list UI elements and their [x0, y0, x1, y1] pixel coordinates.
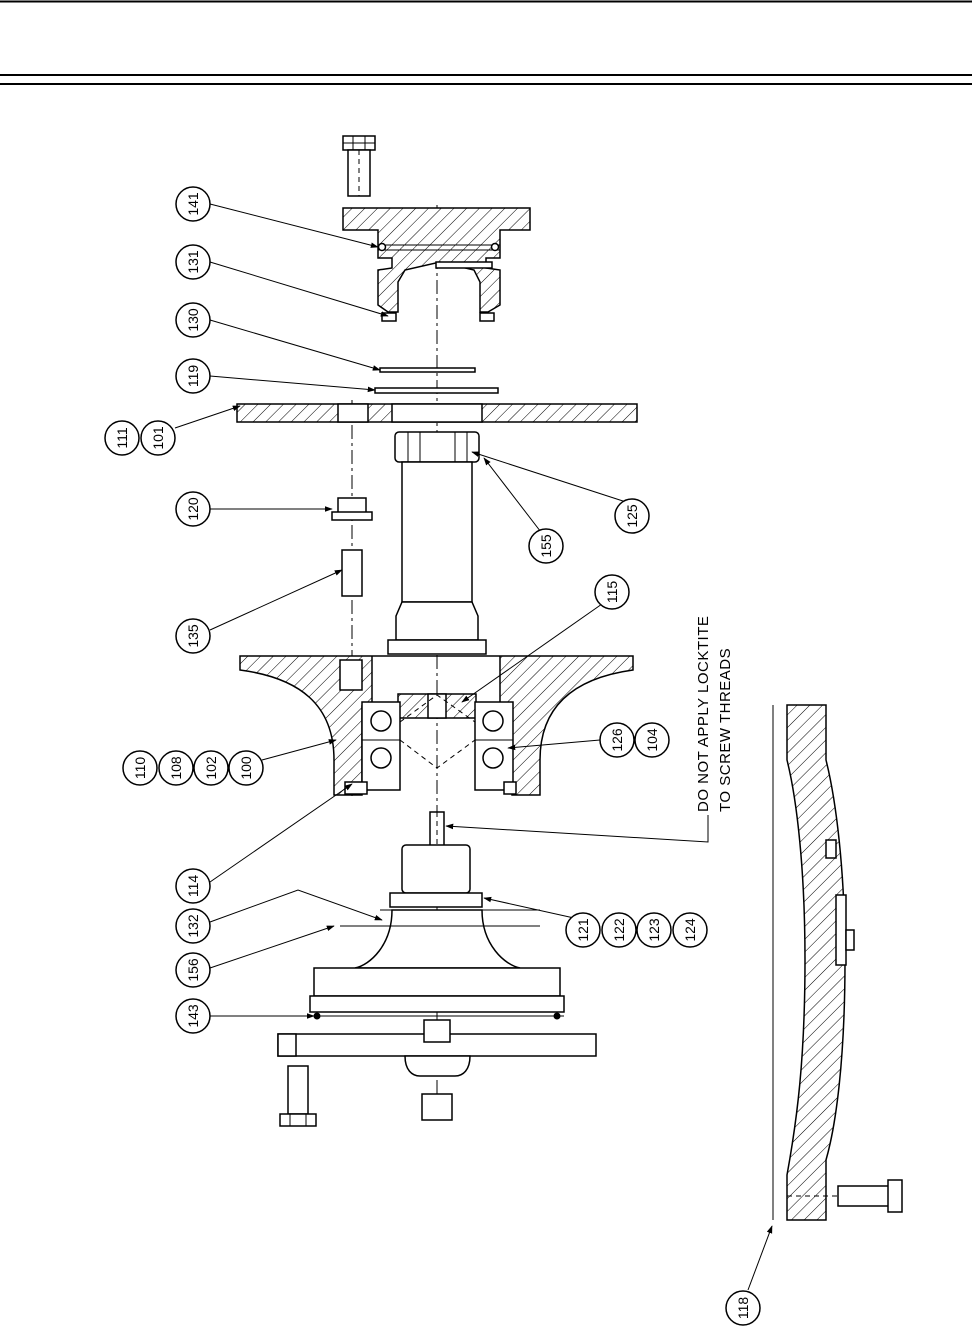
svg-text:104: 104 [644, 728, 660, 752]
bottom-assembly [277, 844, 597, 1077]
callout-135: 135 [175, 618, 211, 654]
svg-text:143: 143 [185, 1004, 201, 1028]
callout-156: 156 [175, 952, 211, 988]
svg-text:126: 126 [609, 728, 625, 752]
assembly-note: DO NOT APPLY LOCKTITE TO SCREW THREADS [695, 616, 734, 812]
part-119-gasket [374, 387, 499, 394]
callout-122: 122 [601, 912, 637, 948]
callout-118: 118 [725, 1290, 761, 1326]
part-118-side-view [772, 704, 903, 1221]
bottom-bolt [277, 1033, 453, 1127]
svg-text:119: 119 [185, 365, 201, 388]
svg-text:122: 122 [611, 918, 627, 942]
svg-text:114: 114 [185, 875, 201, 898]
note-line-2: TO SCREW THREADS [717, 648, 734, 812]
callout-119: 119 [175, 358, 211, 394]
callout-155: 155 [528, 528, 564, 564]
callout-121: 121 [565, 912, 601, 948]
part-120-cap [331, 497, 373, 521]
callout-114: 114 [175, 868, 211, 904]
leader-lines [174, 203, 773, 1291]
callout-balloons: 141 131 130 119 111 101 120 135 110 108 … [104, 186, 761, 1326]
svg-text:118: 118 [735, 1297, 751, 1320]
svg-text:125: 125 [624, 504, 640, 528]
svg-text:131: 131 [185, 250, 201, 274]
callout-102: 102 [193, 750, 229, 786]
callout-126: 126 [599, 722, 635, 758]
svg-text:101: 101 [150, 426, 166, 450]
top-housing [342, 207, 531, 322]
svg-text:111: 111 [114, 427, 130, 448]
note-line-1: DO NOT APPLY LOCKTITE [695, 616, 712, 812]
svg-text:108: 108 [168, 756, 184, 780]
callout-115: 115 [594, 574, 630, 610]
spindle-shaft [387, 431, 487, 655]
main-housing [239, 655, 634, 796]
svg-text:141: 141 [185, 192, 201, 216]
svg-text:115: 115 [604, 581, 620, 604]
callout-131: 131 [175, 244, 211, 280]
callout-104: 104 [634, 722, 670, 758]
top-bolt [342, 135, 376, 197]
callout-111: 111 [104, 420, 140, 456]
callout-120: 120 [175, 491, 211, 527]
svg-text:124: 124 [682, 918, 698, 942]
svg-text:100: 100 [238, 756, 254, 780]
callout-143: 143 [175, 998, 211, 1034]
callout-141: 141 [175, 186, 211, 222]
svg-text:132: 132 [185, 914, 201, 938]
callout-132: 132 [175, 908, 211, 944]
svg-text:102: 102 [203, 756, 219, 780]
svg-text:110: 110 [132, 757, 148, 780]
callout-100: 100 [228, 750, 264, 786]
callout-108: 108 [158, 750, 194, 786]
svg-text:120: 120 [185, 497, 201, 521]
callout-124: 124 [672, 912, 708, 948]
callout-123: 123 [636, 912, 672, 948]
callout-125: 125 [614, 498, 650, 534]
callout-130: 130 [175, 302, 211, 338]
svg-text:121: 121 [575, 918, 591, 942]
part-135-pin [341, 549, 363, 597]
callout-101: 101 [140, 420, 176, 456]
svg-text:130: 130 [185, 308, 201, 332]
header-frame [0, 0, 972, 85]
svg-text:156: 156 [185, 958, 201, 982]
svg-text:155: 155 [538, 534, 554, 558]
part-101-plate [236, 403, 638, 423]
part-130-shim [379, 367, 476, 373]
callout-110: 110 [122, 750, 158, 786]
svg-text:123: 123 [646, 918, 662, 942]
svg-text:135: 135 [185, 624, 201, 648]
